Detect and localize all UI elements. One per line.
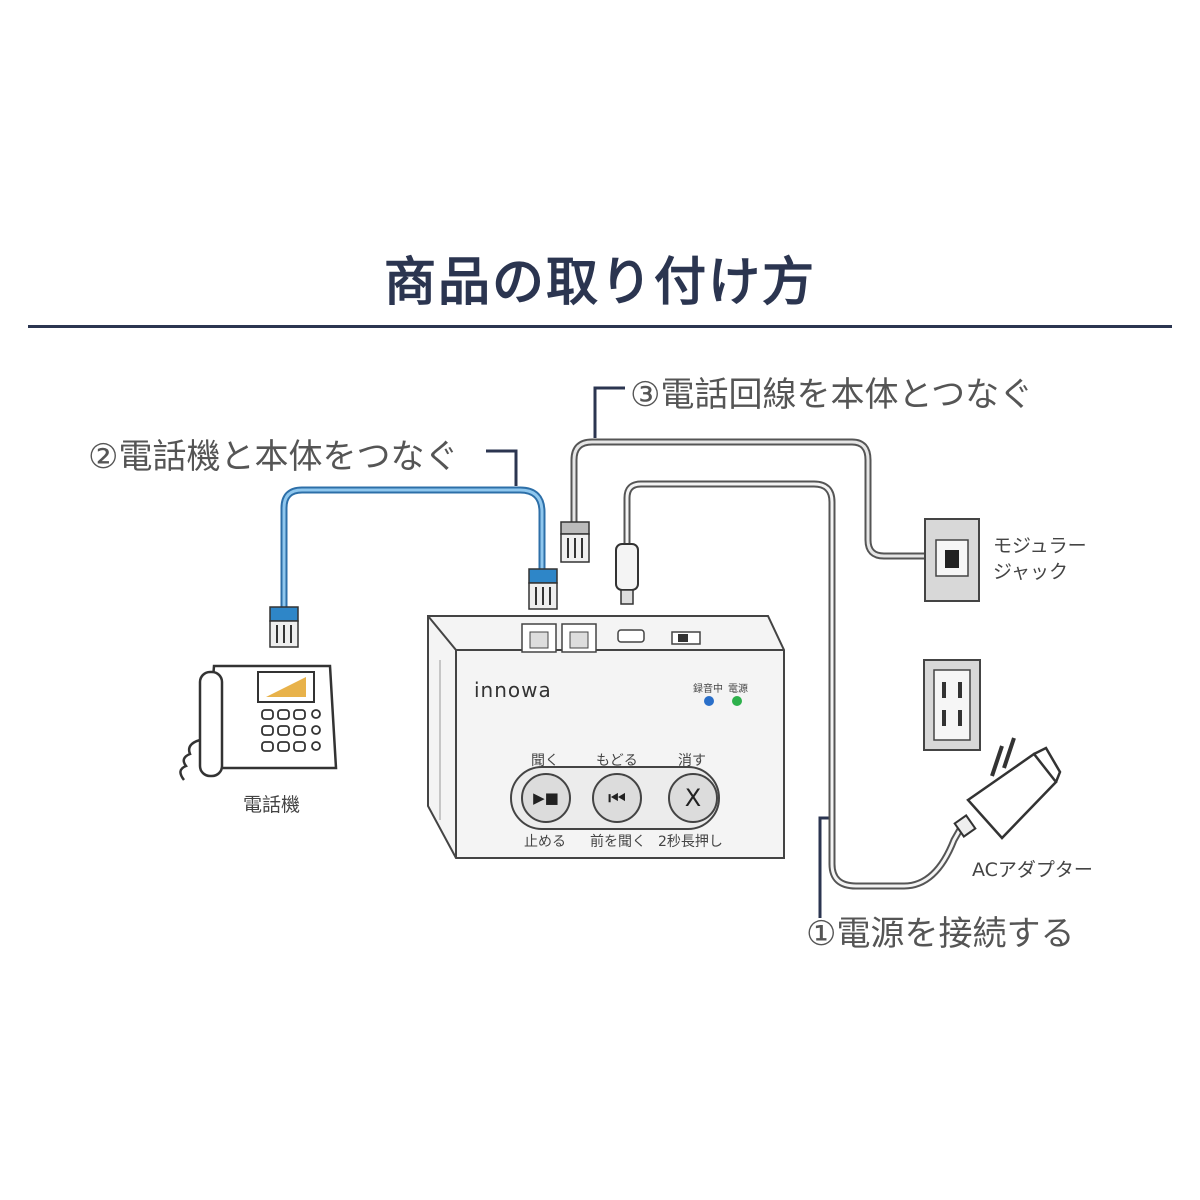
device-brand: innowa [474, 678, 552, 702]
led-recording [704, 696, 714, 706]
step1-leader [818, 816, 832, 918]
step3-leader [593, 386, 625, 438]
step2-leader [486, 449, 518, 486]
erase-bottom-label: 2秒長押し [658, 834, 723, 850]
step1-caption: ①電源を接続する [806, 914, 1075, 954]
line-connector [560, 521, 590, 563]
ac-adapter [953, 737, 1062, 840]
phone-side-connector [269, 606, 299, 648]
indicator-recording-label: 録音中 [693, 684, 723, 695]
led-power [732, 696, 742, 706]
modular-jack-label-2: ジャック [993, 561, 1069, 583]
ac-adapter-label: ACアダプター [972, 859, 1093, 881]
play-stop-icon: ▶■ [533, 789, 559, 807]
rewind-button[interactable]: ⏮ [593, 774, 641, 822]
telephone-illustration [179, 664, 338, 781]
recorder-device [427, 615, 785, 859]
modular-jack [924, 518, 980, 602]
rewind-bottom-label: 前を聞く [590, 834, 646, 850]
rewind-top-label: もどる [596, 753, 638, 769]
erase-top-label: 消す [678, 753, 706, 769]
listen-top-label: 聞く [531, 753, 559, 769]
play-stop-button[interactable]: ▶■ [522, 774, 570, 822]
indicator-power-label: 電源 [728, 684, 748, 695]
wall-outlet [923, 659, 981, 751]
listen-bottom-label: 止める [524, 834, 566, 850]
erase-button[interactable]: X [669, 774, 717, 822]
step2-caption: ②電話機と本体をつなぐ [88, 437, 459, 477]
device-side-phone-connector [528, 568, 558, 610]
telephone-label: 電話機 [243, 794, 301, 816]
page-title: 商品の取り付け方 [383, 253, 816, 313]
step3-caption: ③電話回線を本体とつなぐ [630, 375, 1034, 415]
phone-cable [280, 486, 546, 608]
erase-icon: X [684, 784, 702, 812]
rewind-icon: ⏮ [608, 786, 626, 810]
power-plug [615, 543, 639, 605]
modular-jack-label-1: モジュラー [993, 535, 1087, 557]
title-divider [28, 325, 1172, 328]
